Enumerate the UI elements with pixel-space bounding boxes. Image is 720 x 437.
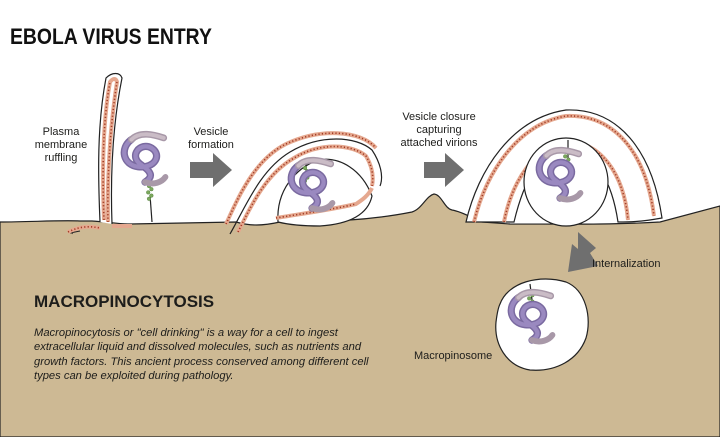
cytoplasm — [0, 193, 720, 437]
section-heading: MACROPINOCYTOSIS — [34, 292, 215, 311]
virion-attached — [124, 134, 165, 223]
macropinosome — [495, 278, 589, 371]
label-membrane-ruffling: Plasma membrane ruffling — [34, 126, 88, 164]
arrow-internalization — [568, 232, 598, 272]
arrow-vesicle-formation — [190, 153, 232, 187]
diagram-title: EBOLA VIRUS ENTRY — [10, 24, 212, 49]
vesicle-closure — [465, 109, 663, 227]
label-vesicle-closure: Vesicle closure capturing attached virio… — [400, 111, 478, 149]
label-vesicle-formation: Vesicle formation — [188, 126, 234, 151]
label-internalization: Internalization — [592, 258, 661, 270]
arrow-vesicle-closure — [424, 153, 464, 187]
vesicle-forming — [224, 131, 383, 235]
label-macropinosome: Macropinosome — [414, 350, 493, 362]
membrane-ruffle — [67, 72, 132, 235]
section-description: Macropinocytosis or "cell drinking" is a… — [34, 327, 369, 383]
